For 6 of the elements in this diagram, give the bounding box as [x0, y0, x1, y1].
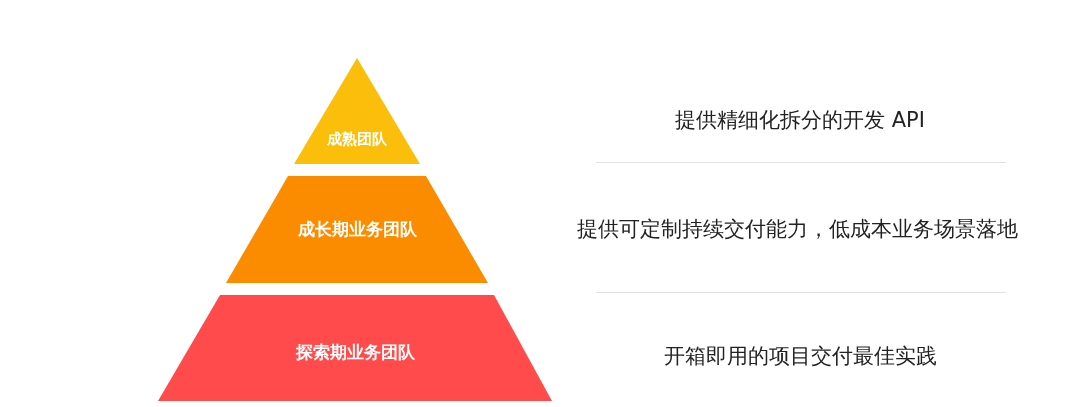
- tier-label: 成熟团队: [326, 130, 388, 149]
- tier-description: 开箱即用的项目交付最佳实践: [663, 343, 937, 370]
- tier-description: 提供精细化拆分的开发 API: [675, 107, 925, 134]
- tier-label: 探索期业务团队: [294, 341, 416, 364]
- tier-description: 提供可定制持续交付能力，低成本业务场景落地: [576, 216, 1018, 243]
- tier-label: 成长期业务团队: [296, 218, 418, 241]
